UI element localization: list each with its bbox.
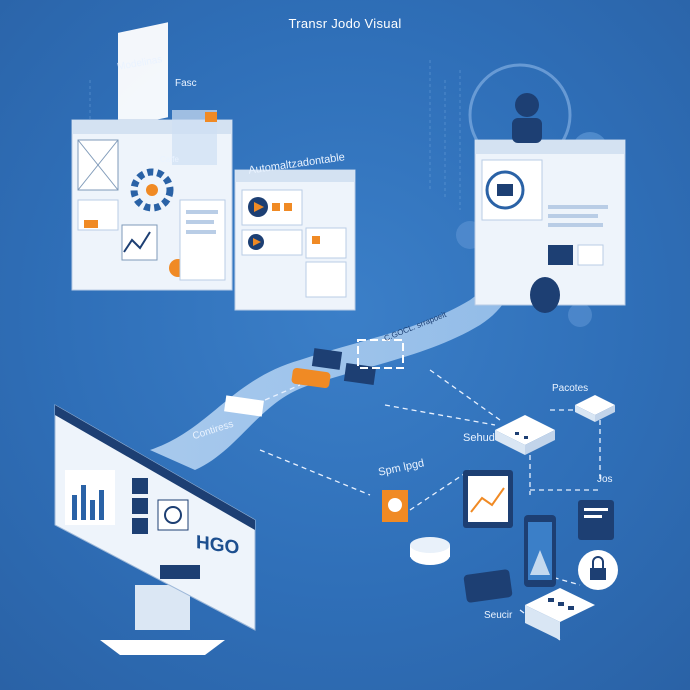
panel-group-left <box>71 22 233 291</box>
phone-icon <box>524 515 556 587</box>
lightbulb-icon <box>382 490 408 522</box>
label-jos: Jos <box>597 474 613 485</box>
label-pacotes: Pacotes <box>552 383 589 394</box>
label-sehud: Sehud <box>463 432 495 444</box>
connector-lines <box>259 369 601 641</box>
router-icon <box>495 415 555 455</box>
smart-speaker-icon <box>410 537 450 565</box>
tablet-icon <box>463 470 513 528</box>
user-panel <box>456 63 626 327</box>
label-caffe: Caffe <box>160 155 179 164</box>
hub-icon <box>575 395 615 422</box>
gear-icon <box>130 168 174 212</box>
label-fasc: Fasc <box>175 78 197 89</box>
path-widgets <box>224 339 404 417</box>
main-monitor <box>54 404 256 655</box>
screen-panel <box>578 500 614 540</box>
automation-panel <box>234 169 356 311</box>
network-devices <box>382 395 618 640</box>
user-avatar-icon <box>515 93 539 117</box>
label-seucir: Seucir <box>484 610 513 621</box>
lock-icon <box>578 550 618 590</box>
console-device <box>463 569 513 603</box>
keyboard-icon <box>525 588 595 640</box>
page-title: Transr Jodo Visual <box>288 16 402 31</box>
